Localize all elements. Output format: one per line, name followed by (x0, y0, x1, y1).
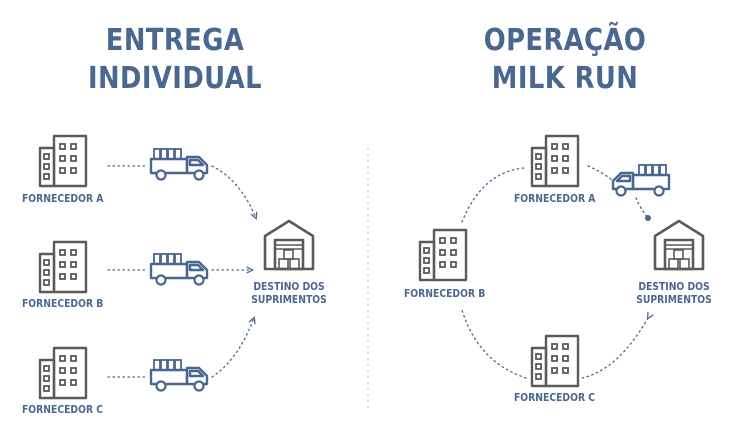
title-entrega-individual: ENTREGA INDIVIDUAL (76, 22, 274, 98)
building-icon (38, 240, 88, 294)
destino-left-line2: SUPRIMENTOS (251, 294, 327, 306)
route-destination-c (581, 318, 648, 379)
destino-right-line1: DESTINO DOS (638, 281, 710, 293)
arrow-c-destination (211, 318, 254, 378)
route-dot (645, 215, 651, 221)
label-fornecedor-c: FORNECEDOR C (22, 404, 104, 416)
title-left-line2: INDIVIDUAL (87, 61, 263, 96)
building-icon (418, 228, 468, 282)
route-truck-destination (635, 197, 649, 219)
truck-icon (149, 148, 209, 181)
label-fornecedor-b: FORNECEDOR B (404, 288, 486, 300)
label-destino-right: DESTINO DOS SUPRIMENTOS (625, 281, 724, 307)
title-right-line2: MILK RUN (491, 61, 639, 96)
label-fornecedor-a: FORNECEDOR A (514, 193, 596, 205)
arrow-a-destination (211, 165, 256, 218)
warehouse-icon (653, 219, 705, 271)
label-fornecedor-c: FORNECEDOR C (514, 392, 596, 404)
title-left-line1: ENTREGA (105, 23, 245, 58)
label-destino-left: DESTINO DOS SUPRIMENTOS (235, 281, 342, 307)
route-b-a (461, 167, 525, 223)
title-right-line1: OPERAÇÃO (483, 23, 647, 58)
building-icon (530, 334, 580, 388)
warehouse-icon (263, 219, 315, 271)
truck-icon (149, 359, 209, 392)
route-a-truck (587, 165, 613, 181)
label-fornecedor-b: FORNECEDOR B (22, 298, 104, 310)
building-icon (38, 134, 88, 188)
truck-icon (611, 164, 671, 197)
title-operacao-milk-run: OPERAÇÃO MILK RUN (466, 22, 664, 98)
label-fornecedor-a: FORNECEDOR A (22, 193, 104, 205)
building-icon (530, 134, 580, 188)
destino-right-line2: SUPRIMENTOS (636, 294, 712, 306)
destino-left-line1: DESTINO DOS (253, 281, 325, 293)
truck-icon (149, 253, 209, 286)
building-icon (38, 346, 88, 400)
route-c-b (461, 309, 527, 379)
